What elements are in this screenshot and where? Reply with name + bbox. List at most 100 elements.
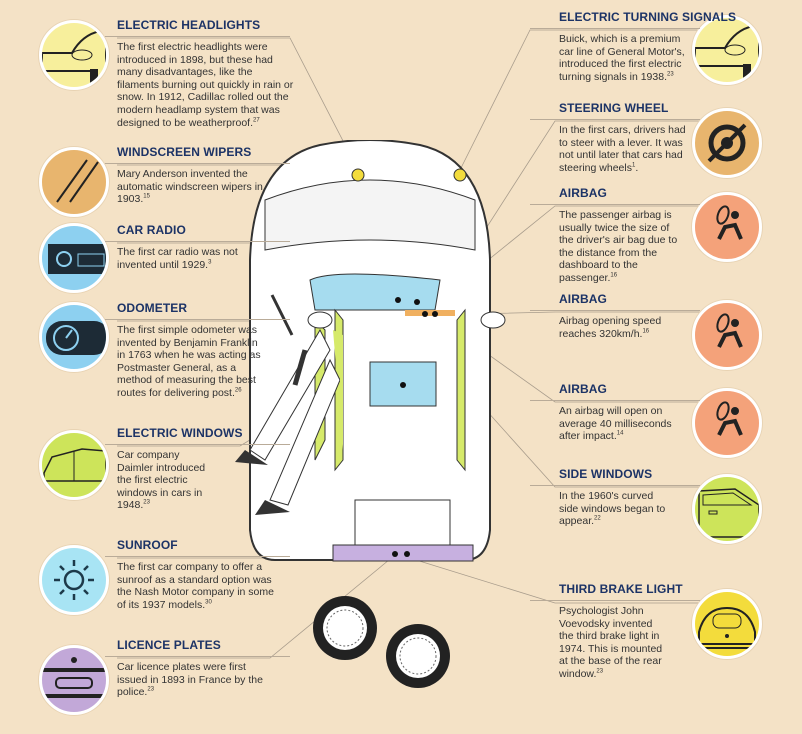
fact-icon bbox=[39, 20, 109, 90]
fact-title: ODOMETER bbox=[117, 301, 188, 315]
fact-body: The passenger airbag is usually twice th… bbox=[559, 209, 678, 284]
footnote: 1 bbox=[631, 162, 636, 169]
fact-title: LICENCE PLATES bbox=[117, 638, 221, 652]
fact-text: Psychologist John Voevodsky invented the… bbox=[559, 605, 669, 681]
fact-icon bbox=[39, 147, 109, 217]
divider bbox=[530, 600, 700, 601]
fact-icon bbox=[39, 430, 109, 500]
fact-icon bbox=[692, 15, 762, 85]
fact-title: AIRBAG bbox=[559, 186, 607, 200]
fact-text: In the first cars, drivers had to steer … bbox=[559, 124, 689, 174]
footnote: 30 bbox=[205, 599, 212, 606]
tyres bbox=[313, 596, 450, 688]
fact-title: AIRBAG bbox=[559, 382, 607, 396]
divider bbox=[105, 556, 290, 557]
footnote: 16 bbox=[610, 272, 618, 279]
fact-text: The first simple odometer was invented b… bbox=[117, 324, 267, 400]
tyre-icon bbox=[313, 596, 377, 660]
headlight-left bbox=[351, 168, 365, 182]
divider bbox=[530, 310, 700, 311]
radio-icon bbox=[48, 244, 106, 274]
fact-title: WINDSCREEN WIPERS bbox=[117, 145, 252, 159]
screwdriver-icon bbox=[270, 294, 294, 336]
dashboard-strip bbox=[405, 310, 455, 316]
fact-title: STEERING WHEEL bbox=[559, 101, 669, 115]
fact-icon bbox=[39, 302, 109, 372]
fact-text: The first car company to offer a sunroof… bbox=[117, 561, 277, 611]
footnote: 23 bbox=[143, 499, 150, 506]
divider bbox=[105, 241, 290, 242]
fact-text: Mary Anderson invented the automatic win… bbox=[117, 168, 277, 206]
footnote: 14 bbox=[616, 430, 624, 437]
fact-body: In the first cars, drivers had to steer … bbox=[559, 124, 686, 174]
fact-icon bbox=[692, 192, 762, 262]
divider bbox=[105, 656, 290, 657]
fact-body: The first simple odometer was invented b… bbox=[117, 324, 261, 399]
footnote: 22 bbox=[594, 515, 601, 522]
fact-text: Car licence plates were first issued in … bbox=[117, 661, 267, 699]
car-illustration bbox=[249, 140, 506, 562]
fact-text: Buick, which is a premium car line of Ge… bbox=[559, 33, 694, 83]
fact-icon bbox=[39, 645, 109, 715]
wrench-icon bbox=[292, 349, 308, 386]
fact-body: An airbag will open on average 40 millis… bbox=[559, 405, 672, 443]
fact-body: Airbag opening speed reaches 320km/h. bbox=[559, 315, 662, 340]
fact-text: Airbag opening speed reaches 320km/h.16 bbox=[559, 315, 679, 340]
fact-title: ELECTRIC HEADLIGHTS bbox=[117, 18, 261, 32]
fact-title: THIRD BRAKE LIGHT bbox=[559, 582, 683, 596]
divider bbox=[105, 36, 290, 37]
fact-text: The passenger airbag is usually twice th… bbox=[559, 209, 684, 285]
divider bbox=[530, 204, 700, 205]
fact-icon bbox=[39, 223, 109, 293]
fact-body: In the 1960's curved side windows began … bbox=[559, 490, 666, 528]
fact-title: SIDE WINDOWS bbox=[559, 467, 653, 481]
fact-icon bbox=[692, 474, 762, 544]
sun-icon bbox=[54, 560, 94, 600]
fact-body: Psychologist John Voevodsky invented the… bbox=[559, 605, 663, 680]
fact-body: The first car company to offer a sunroof… bbox=[117, 561, 274, 611]
divider bbox=[530, 119, 700, 120]
fact-text: In the 1960's curved side windows began … bbox=[559, 490, 669, 528]
footnote: 23 bbox=[147, 686, 155, 693]
licence-plate-icon bbox=[42, 657, 106, 698]
footnote: 16 bbox=[642, 328, 650, 335]
windscreen bbox=[309, 273, 441, 311]
fact-icon bbox=[692, 300, 762, 370]
steering-wheel-icon bbox=[707, 123, 747, 163]
tyre-icon bbox=[386, 624, 450, 688]
fact-title: ELECTRIC WINDOWS bbox=[117, 426, 243, 440]
fact-suffix: . bbox=[635, 161, 639, 174]
divider bbox=[530, 28, 700, 29]
divider bbox=[530, 485, 700, 486]
footnote: 27 bbox=[253, 117, 260, 124]
speedometer-icon bbox=[46, 321, 106, 355]
fact-body: Car licence plates were first issued in … bbox=[117, 661, 263, 699]
fact-icon bbox=[692, 589, 762, 659]
fact-title: AIRBAG bbox=[559, 292, 607, 306]
fact-title: ELECTRIC TURNING SIGNALS bbox=[559, 10, 737, 24]
fact-icon bbox=[39, 545, 109, 615]
footnote: 3 bbox=[208, 259, 212, 266]
footnote: 23 bbox=[596, 668, 604, 675]
car-rear-icon bbox=[698, 606, 756, 649]
fact-icon bbox=[692, 108, 762, 178]
fact-body: The first electric headlights were intro… bbox=[117, 41, 294, 129]
footnote: 15 bbox=[143, 193, 150, 200]
airbag-icon bbox=[716, 401, 743, 436]
headlight-right bbox=[453, 168, 467, 182]
rear-bumper bbox=[332, 544, 474, 562]
airbag-icon bbox=[716, 205, 743, 240]
footnote: 23 bbox=[667, 71, 674, 78]
mechanic-legs bbox=[235, 294, 340, 515]
divider bbox=[105, 444, 290, 445]
airbag-icon bbox=[716, 313, 743, 348]
fact-text: The first car radio was not invented unt… bbox=[117, 246, 247, 271]
fact-title: SUNROOF bbox=[117, 538, 178, 552]
car-front-icon bbox=[42, 30, 106, 83]
car-door-icon bbox=[43, 448, 106, 482]
divider bbox=[105, 163, 290, 164]
footnote: 26 bbox=[234, 387, 242, 394]
car-body bbox=[249, 140, 491, 561]
fact-body: Car company Daimler introduced the first… bbox=[117, 449, 206, 512]
fact-title: CAR RADIO bbox=[117, 223, 186, 237]
